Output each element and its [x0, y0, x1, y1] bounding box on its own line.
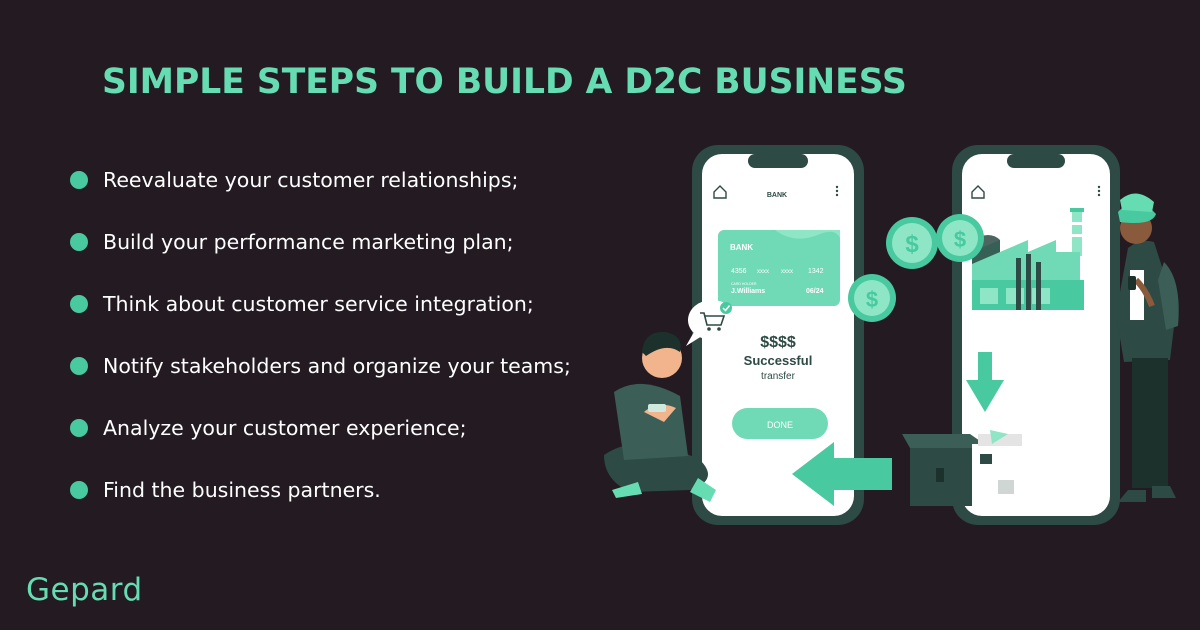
done-button[interactable]: DONE [732, 408, 828, 439]
list-item: Reevaluate your customer relationships; [70, 164, 571, 226]
phone-right [952, 145, 1120, 525]
transfer-status-sub: transfer [761, 371, 796, 382]
dollar-coin-icon: $ [936, 214, 984, 262]
dollar-coin-icon: $ [848, 274, 896, 322]
speech-bubble [686, 300, 736, 346]
transfer-status: Successful [744, 353, 813, 368]
card-number-2: xxxx [757, 269, 769, 275]
bullet-icon [70, 481, 88, 499]
card-holder-label: CARD HOLDER [731, 282, 757, 286]
step-text: Build your performance marketing plan; [103, 230, 514, 254]
coin-symbol: $ [866, 287, 878, 312]
list-item: Find the business partners. [70, 474, 571, 536]
arrow-left-icon [792, 442, 892, 506]
home-icon [971, 185, 985, 199]
coin-symbol: $ [905, 231, 919, 258]
bullet-icon [70, 233, 88, 251]
more-vert-icon [835, 185, 839, 197]
coin-symbol: $ [954, 227, 966, 252]
more-vert-icon [1097, 185, 1101, 197]
list-item: Build your performance marketing plan; [70, 226, 571, 288]
bullet-icon [70, 295, 88, 313]
card-number-4: 1342 [808, 268, 824, 275]
list-item: Notify stakeholders and organize your te… [70, 350, 571, 412]
list-item: Think about customer service integration… [70, 288, 571, 350]
step-text: Analyze your customer experience; [103, 416, 467, 440]
illustration: BANK BANK 4356 xxxx xxxx 1342 CARD HOLDE… [604, 145, 1179, 525]
bullet-icon [70, 171, 88, 189]
page-title: SIMPLE STEPS TO BUILD A D2C BUSINESS [102, 62, 907, 102]
card-expiry: 06/24 [806, 288, 824, 295]
home-icon [713, 185, 727, 199]
step-text: Reevaluate your customer relationships; [103, 168, 519, 192]
dollar-coin-icon: $ [886, 217, 938, 269]
card-number-1: 4356 [731, 268, 747, 275]
bullet-icon [70, 357, 88, 375]
phone-left: BANK BANK 4356 xxxx xxxx 1342 CARD HOLDE… [692, 145, 864, 525]
step-text: Think about customer service integration… [103, 292, 534, 316]
done-label: DONE [767, 420, 793, 430]
arrow-down-icon [966, 352, 1004, 412]
bank-card: BANK 4356 xxxx xxxx 1342 CARD HOLDER J.W… [718, 230, 840, 306]
step-text: Notify stakeholders and organize your te… [103, 354, 571, 378]
cart-icon [700, 312, 726, 331]
step-text: Find the business partners. [103, 478, 381, 502]
list-item: Analyze your customer experience; [70, 412, 571, 474]
box-illustration [902, 430, 1028, 506]
woman-illustration [1116, 193, 1179, 502]
transfer-amount: $$$$ [760, 334, 796, 351]
phone-header: BANK [767, 192, 787, 199]
card-number-3: xxxx [781, 269, 793, 275]
man-illustration [604, 331, 716, 502]
check-icon [720, 302, 732, 314]
steps-list: Reevaluate your customer relationships; … [70, 164, 571, 536]
brand-logo: Gepard [26, 572, 143, 608]
bullet-icon [70, 419, 88, 437]
card-holder: J.Williams [731, 288, 765, 295]
factory-illustration [972, 208, 1084, 310]
card-bank: BANK [730, 243, 753, 252]
